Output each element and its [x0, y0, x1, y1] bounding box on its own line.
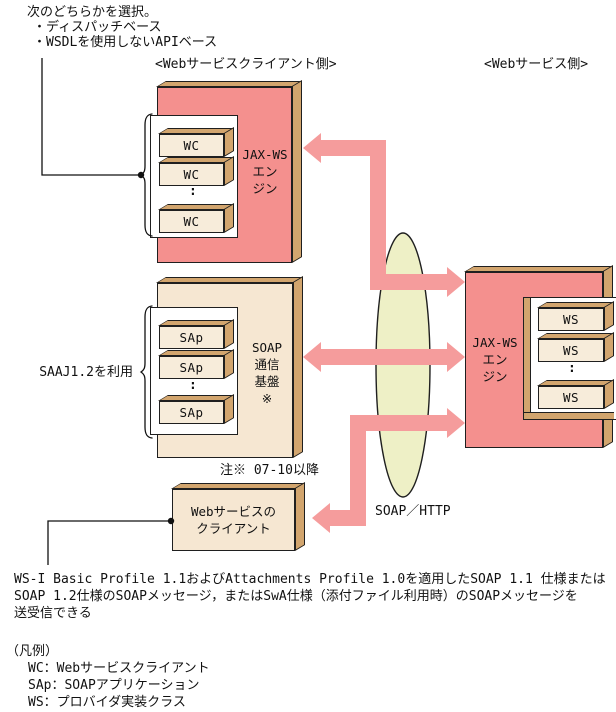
sap-ellipsis: : [189, 378, 197, 393]
wc-box: WC [159, 163, 224, 186]
wc-ellipsis: : [189, 184, 197, 199]
select-note-line3: ・WSDLを使用しないAPIベース [33, 35, 218, 50]
header-client-side: <Webサービスクライアント側> [155, 57, 337, 72]
notch-inner-wall [524, 298, 531, 419]
notch-inner-floor [524, 412, 615, 419]
network-boundary-ellipse [375, 232, 431, 498]
header-service-side: <Webサービス側> [484, 57, 589, 72]
arrow-soap-middle [303, 342, 465, 372]
legend-title: （凡例） [6, 644, 59, 659]
soap-http-label: SOAP／HTTP [375, 504, 451, 519]
ws-box: WS [538, 386, 604, 409]
sap-box: SAp [159, 401, 224, 424]
legend-item-wc: WC：Webサービスクライアント [28, 661, 210, 676]
server-ws-notch: WS WS : WS [523, 297, 616, 420]
client-sap-notch: SAp SAp : SAp [150, 307, 238, 435]
legend-item-sap: SAp：SOAPアプリケーション [28, 678, 200, 693]
soap-base-label: SOAP 通信 基盤 ※ [251, 340, 283, 406]
ws-box: WS [538, 339, 604, 362]
select-note-line2: ・ディスパッチベース [33, 20, 162, 35]
sap-box: SAp [159, 326, 224, 349]
wc-box: WC [159, 134, 224, 157]
ws-box: WS [538, 308, 604, 331]
client-jaxws-engine-label: JAX-WS エン ジン [242, 147, 288, 196]
ws-ellipsis: : [568, 361, 576, 376]
client-wc-notch: WC WC : WC [150, 115, 238, 238]
wc-box: WC [159, 210, 224, 233]
bottom-note-line2: SOAP 1.2仕様のSOAPメッセージ，またはSwA仕様（添付ファイル利用時）… [14, 589, 578, 604]
soap-base-version-note: 注※ 07-10以降 [220, 463, 319, 478]
bottom-note-line1: WS-I Basic Profile 1.1およびAttachments Pro… [14, 572, 606, 587]
arrow-jaxws-top [303, 133, 465, 297]
sap-box: SAp [159, 356, 224, 379]
connector-select-note [41, 58, 141, 176]
connector-bottom-note [47, 520, 171, 565]
select-note-line1: 次のどちらかを選択。 [27, 5, 158, 20]
web-service-client-box: Webサービスの クライアント [172, 489, 295, 551]
legend-item-ws: WS：プロバイダ実装クラス [28, 695, 186, 710]
saaj-note: SAAJ1.2を利用 [39, 365, 133, 380]
bottom-note-line3: 送受信できる [14, 606, 92, 621]
connector-dot [137, 171, 145, 179]
server-jaxws-engine-label: JAX-WS エン ジン [472, 335, 518, 384]
